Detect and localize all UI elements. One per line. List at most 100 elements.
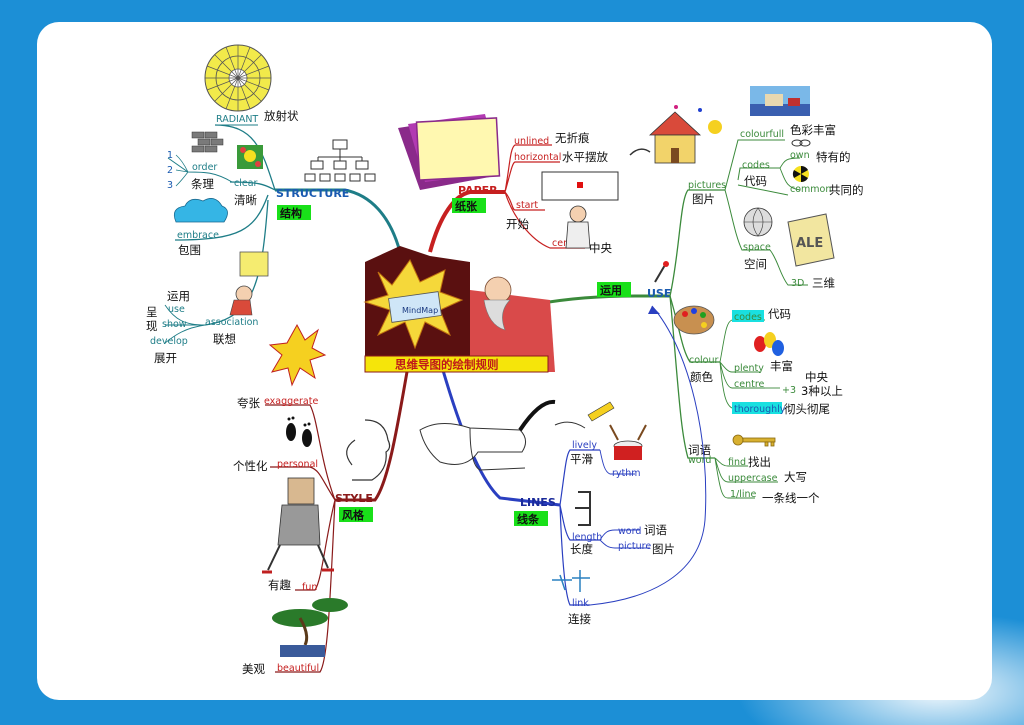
colour-centre-cn: 中央 [805,370,828,384]
order-num-3: 3 [167,180,173,191]
paper-label-cn: 纸张 [455,199,478,213]
word-label: word [688,455,711,466]
structure-branch: STRUCTURE 结构 RADIANT 放射状 clear 清晰 [146,44,376,365]
uppercase-cn: 大写 [784,470,807,484]
colourfull-cn: 色彩丰富 [790,123,836,137]
footprints-icon [286,416,312,447]
find-label: find [728,457,746,468]
word-label-lines: word [618,526,641,537]
plenty-label: plenty [734,363,764,374]
rythm-label: rythm [612,468,641,479]
style-branch: STYLE 风格 exaggerate 夸张 personal 个性化 fun … [233,323,391,676]
thinker-head-icon [484,276,512,304]
fun-label: fun [302,582,317,593]
harbor-picture-icon [750,86,810,116]
horizontal-label: horizontal [514,152,561,163]
oneline-label: 1/line [730,489,757,500]
personal-label: personal [277,459,318,470]
picture-label: picture [618,541,651,552]
clamp-icon [575,491,591,526]
horizontal-cn: 水平摆放 [562,150,608,164]
association-thinker-icon [229,251,269,316]
exaggerate-label: exaggerate [264,396,318,407]
use-label: use [168,304,185,315]
presenter-sign-icon [541,171,619,249]
clear-cn: 清晰 [234,193,257,207]
exaggerate-cn: 夸张 [237,396,260,410]
embrace-cloud-icon [173,198,228,223]
space-cn: 空间 [744,257,767,271]
embrace-label: embrace [177,230,219,241]
colour-centre-label: centre [734,379,765,390]
bagman-icon [262,477,334,574]
beautiful-label: beautiful [277,663,319,674]
unlined-cn: 无折痕 [555,131,590,145]
association-cn: 联想 [213,332,236,346]
house-drawing-icon [629,105,722,164]
fun-cn: 有趣 [268,578,291,592]
own-cn: 特有的 [816,150,851,164]
common-cn: 共同的 [829,183,864,197]
word-cn-lines: 词语 [644,523,667,537]
balloons-icon [754,332,784,356]
unlined-label: unlined [514,136,549,147]
ale-sign-text: ALE [796,236,823,251]
d3-cn: 三维 [812,276,835,290]
use-branch-label: USE [647,287,671,300]
show-label: show [162,319,187,330]
pictures-label: pictures [688,180,726,191]
embrace-cn: 包围 [178,243,201,257]
globe-icon [743,207,773,237]
word-cn: 词语 [688,443,711,457]
radiant-wheel-icon [204,44,272,112]
uppercase-label: uppercase [728,473,778,484]
style-label: STYLE [335,492,373,505]
association-label: association [205,317,258,328]
palette-icon [673,305,715,335]
colour-codes-cn: 代码 [768,307,791,321]
branch-style-main [335,354,412,502]
clear-flower-icon [237,145,263,169]
ale-sign-icon: ALE [787,213,835,267]
develop-cn: 展开 [154,351,177,365]
radiation-icon [792,165,809,183]
common-label: common [790,184,831,195]
start-label: start [516,200,538,211]
order-cn: 条理 [191,177,214,191]
plus3-label: +3 [782,385,796,396]
link-cn: 连接 [568,612,591,626]
use-cn: 运用 [167,289,190,303]
center-title: 思维导图的绘制规则 [395,358,499,372]
find-cn: 找出 [748,455,771,469]
plus3-cn: 3种以上 [801,384,843,398]
picture-cn: 图片 [652,542,675,556]
plenty-cn: 丰富 [770,359,793,373]
radiant-cn: 放射状 [264,109,299,123]
colourfull-label: colourfull [740,129,784,140]
codes-label: codes [742,160,770,171]
brush-icon [654,264,666,283]
link-label: link [572,598,589,609]
style-label-cn: 风格 [342,508,365,522]
paper-label: PAPER [458,184,498,197]
lively-label: lively [572,440,597,451]
paper-stack-icon [398,114,501,190]
lines-branch: LINES 线条 lively 平滑 rythm length 长度 word … [419,305,707,626]
order-label: order [192,162,217,173]
pictures-cn: 图片 [692,192,715,206]
structure-label: STRUCTURE [276,187,349,200]
lines-label: LINES [520,496,556,509]
own-label: own [790,150,810,161]
order-num-1: 1 [167,150,173,161]
colour-codes-label: codes [734,312,762,323]
corner-glow [735,612,1024,725]
center-image: MindMap 思维导图的绘制规则 [363,246,555,373]
oneline-cn: 一条线一个 [762,491,820,505]
colour-cn: 颜色 [690,370,713,384]
thoroughly-cn: 彻头彻尾 [784,402,830,416]
branch-structure-main [275,188,402,253]
clear-label: clear [234,178,258,189]
windmill-icon [552,570,590,592]
links-icon [791,139,811,147]
